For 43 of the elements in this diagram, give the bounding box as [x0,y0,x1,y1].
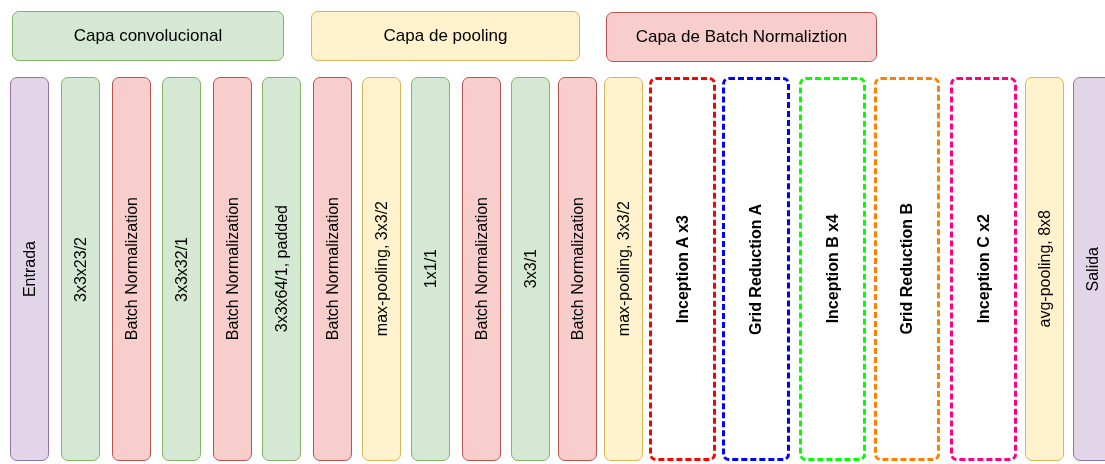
legend-label: Capa convolucional [73,26,223,46]
layer-label: max-pooling, 3x3/2 [372,201,391,337]
pooling-bar [1025,77,1064,461]
layer-label: Inception C x2 [974,214,993,324]
layer-label: Batch Normalization [122,197,141,341]
pooling-bar [362,77,401,461]
normalization-bar [213,77,252,461]
legend-label: Capa de Batch Normaliztion [635,27,848,47]
module-box [799,77,866,461]
layer-label: Batch Normalization [223,197,242,341]
module-box [950,77,1017,461]
normalization-bar [313,77,352,461]
convolution-bar [411,77,450,461]
layer-label: Entrada [20,240,39,297]
io-bar [1073,77,1105,461]
layer-label: 3x3x23/2 [71,236,90,302]
legend-label: Capa de pooling [383,26,508,46]
layer-label: Grid Reduction A [747,203,765,335]
layer-label: max-pooling, 3x3/2 [614,201,633,337]
layer-label: 3x3/1 [521,249,540,289]
normalization-bar [558,77,597,461]
convolution-bar [511,77,550,461]
layer-label: 3x3x64/1, padded [272,205,291,333]
convolution-bar [262,77,301,461]
layer-label: Salida [1084,246,1102,292]
module-box [649,77,716,461]
layer-label: 1x1/1 [421,249,440,289]
layer-label: avg-pooling, 8x8 [1035,210,1054,328]
layer-label: 3x3x32/1 [172,236,191,302]
io-bar [10,77,49,461]
layer-label: Grid Reduction B [898,203,916,335]
layer-label: Inception A x3 [673,214,692,324]
module-box [722,77,790,461]
layer-label: Batch Normalization [568,197,587,341]
convolution-bar [162,77,201,461]
normalization-bar [462,77,501,461]
layer-label: Batch Normalization [472,197,491,341]
normalization-bar [112,77,151,461]
layer-label: Batch Normalization [323,197,342,341]
pooling-bar [604,77,643,461]
layer-label: Inception B x4 [823,214,842,324]
convolution-bar [61,77,100,461]
module-box [874,77,940,461]
